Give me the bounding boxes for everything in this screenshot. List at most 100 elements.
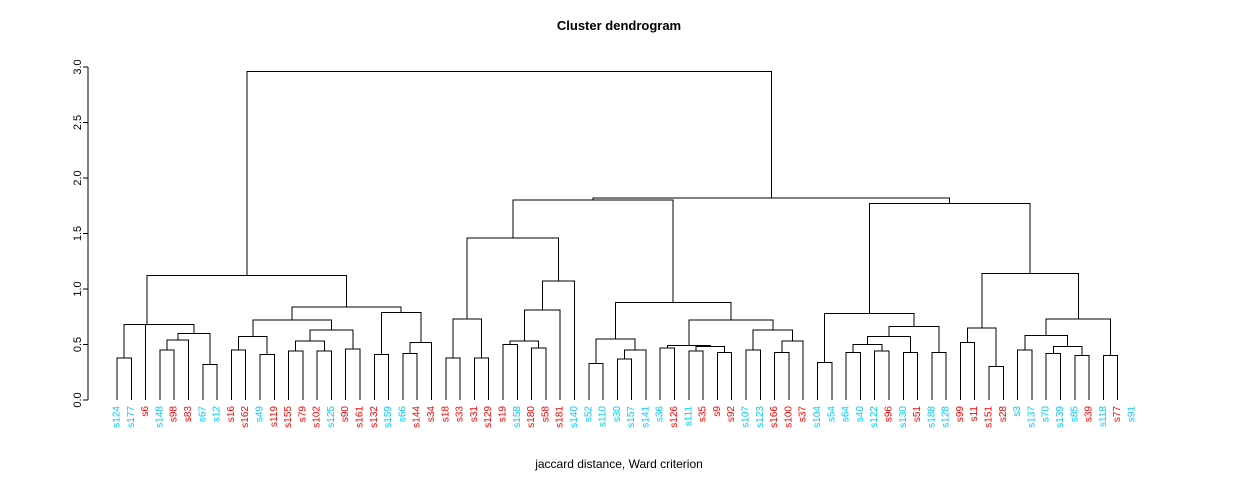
leaf-label: s159 <box>383 406 394 428</box>
leaf-label: s132 <box>369 406 380 428</box>
dendrogram-branch <box>1102 355 1119 400</box>
leaf-label: s162 <box>240 406 251 428</box>
leaf-label: s158 <box>512 406 523 428</box>
leaf-label: s33 <box>455 406 466 423</box>
dendrogram-branch <box>595 338 636 364</box>
y-axis-tick-label: 1.0 <box>72 281 84 296</box>
dendrogram-branch <box>246 70 772 276</box>
dendrogram-branch <box>288 350 304 400</box>
dendrogram-branch <box>502 344 518 400</box>
leaf-label: s90 <box>340 406 351 423</box>
leaf-label: s9 <box>712 406 723 417</box>
dendrogram-branch <box>259 353 275 400</box>
dendrogram-branch <box>616 358 633 400</box>
dendrogram-branch <box>230 349 247 400</box>
leaf-label: s16 <box>226 406 237 423</box>
leaf-label: s100 <box>783 406 794 428</box>
leaf-label: s98 <box>169 406 180 423</box>
dendrogram-branch <box>868 203 1031 314</box>
dendrogram-branch <box>824 312 915 363</box>
dendrogram-branch <box>238 336 268 355</box>
dendrogram-branch <box>902 351 919 400</box>
dendrogram-branch <box>452 318 483 358</box>
leaf-label: s155 <box>283 406 294 428</box>
leaf-label: s35 <box>698 406 709 423</box>
dendrogram-branch <box>512 199 674 303</box>
dendrogram-branch <box>816 361 833 400</box>
leaf-label: s52 <box>583 406 594 423</box>
leaf-label: s118 <box>1098 406 1109 427</box>
leaf-label: s111 <box>683 406 694 427</box>
dendrogram-branch <box>688 319 774 346</box>
dendrogram-branch <box>1017 349 1033 400</box>
leaf-label: s102 <box>312 406 323 428</box>
dendrogram-branch <box>159 349 175 400</box>
leaf-label: s30 <box>612 406 623 423</box>
leaf-label: s157 <box>626 406 637 428</box>
leaf-label: s124 <box>112 406 123 428</box>
leaf-label: s6 <box>140 406 151 417</box>
leaf-label: s67 <box>197 406 208 423</box>
leaf-label: s64 <box>841 406 852 423</box>
leaf-label: s99 <box>955 406 966 423</box>
dendrogram-branch <box>345 348 361 400</box>
leaf-label: s140 <box>569 406 580 428</box>
dendrogram-branch <box>874 350 890 400</box>
leaf-label: s49 <box>254 406 265 423</box>
dendrogram-branch <box>716 351 733 400</box>
dendrogram-branch <box>1045 318 1112 356</box>
dendrogram-branch <box>202 363 218 400</box>
dendrogram-branch <box>402 352 418 400</box>
leaf-label: s144 <box>412 406 423 428</box>
leaf-label: s107 <box>741 406 752 428</box>
y-axis-tick-label: 1.5 <box>72 226 84 241</box>
leaf-label: s139 <box>1055 406 1066 428</box>
leaf-label: s3 <box>1012 406 1023 417</box>
dendrogram-branches <box>116 70 1119 400</box>
dendrogram-branch <box>145 324 195 400</box>
leaf-label: s181 <box>555 406 566 428</box>
leaf-label: s188 <box>926 406 937 428</box>
leaf-label: s83 <box>183 406 194 423</box>
leaf-label: s129 <box>483 406 494 428</box>
dendrogram-branch <box>659 347 676 400</box>
leaf-label: s166 <box>769 406 780 428</box>
leaf-label: s119 <box>269 406 280 427</box>
dendrogram-branch <box>888 326 940 353</box>
leaf-label: s40 <box>855 406 866 423</box>
dendrogram-branch <box>252 319 332 337</box>
leaf-label: s126 <box>669 406 680 428</box>
dendrogram-branch <box>959 341 976 400</box>
dendrogram-branch <box>752 329 793 351</box>
leaf-label: s18 <box>440 406 451 423</box>
dendrogram-branch <box>745 349 761 400</box>
leaf-label: s12 <box>212 406 223 423</box>
leaf-label: s70 <box>1041 406 1052 423</box>
dendrogram-branch <box>845 351 861 400</box>
dendrogram-branch <box>1052 346 1083 356</box>
leaf-label: s161 <box>355 406 366 428</box>
leaf-label: s177 <box>126 406 137 428</box>
dendrogram-branch <box>988 366 1004 400</box>
dendrogram-branch <box>291 306 402 321</box>
dendrogram-branch <box>931 351 947 400</box>
leaf-label: s34 <box>426 406 437 423</box>
leaf-label: s77 <box>1112 406 1123 423</box>
y-axis-tick-label: 2.5 <box>72 115 84 130</box>
dendrogram-branch <box>466 237 559 319</box>
dendrogram-branch <box>473 357 490 400</box>
dendrogram-branch <box>967 327 997 367</box>
dendrogram-branch <box>774 351 790 400</box>
dendrogram-branch <box>624 349 647 400</box>
leaf-label: s96 <box>883 406 894 423</box>
leaf-label: s66 <box>397 406 408 423</box>
dendrogram-branch <box>116 357 132 400</box>
leaf-label: s128 <box>941 406 952 428</box>
dendrogram-branch <box>123 324 170 358</box>
leaf-label: s37 <box>798 406 809 423</box>
leaf-label: s91 <box>1127 406 1138 423</box>
dendrogram-branch <box>541 280 575 400</box>
dendrogram-branch <box>309 329 354 349</box>
dendrogram-branch <box>981 272 1079 328</box>
